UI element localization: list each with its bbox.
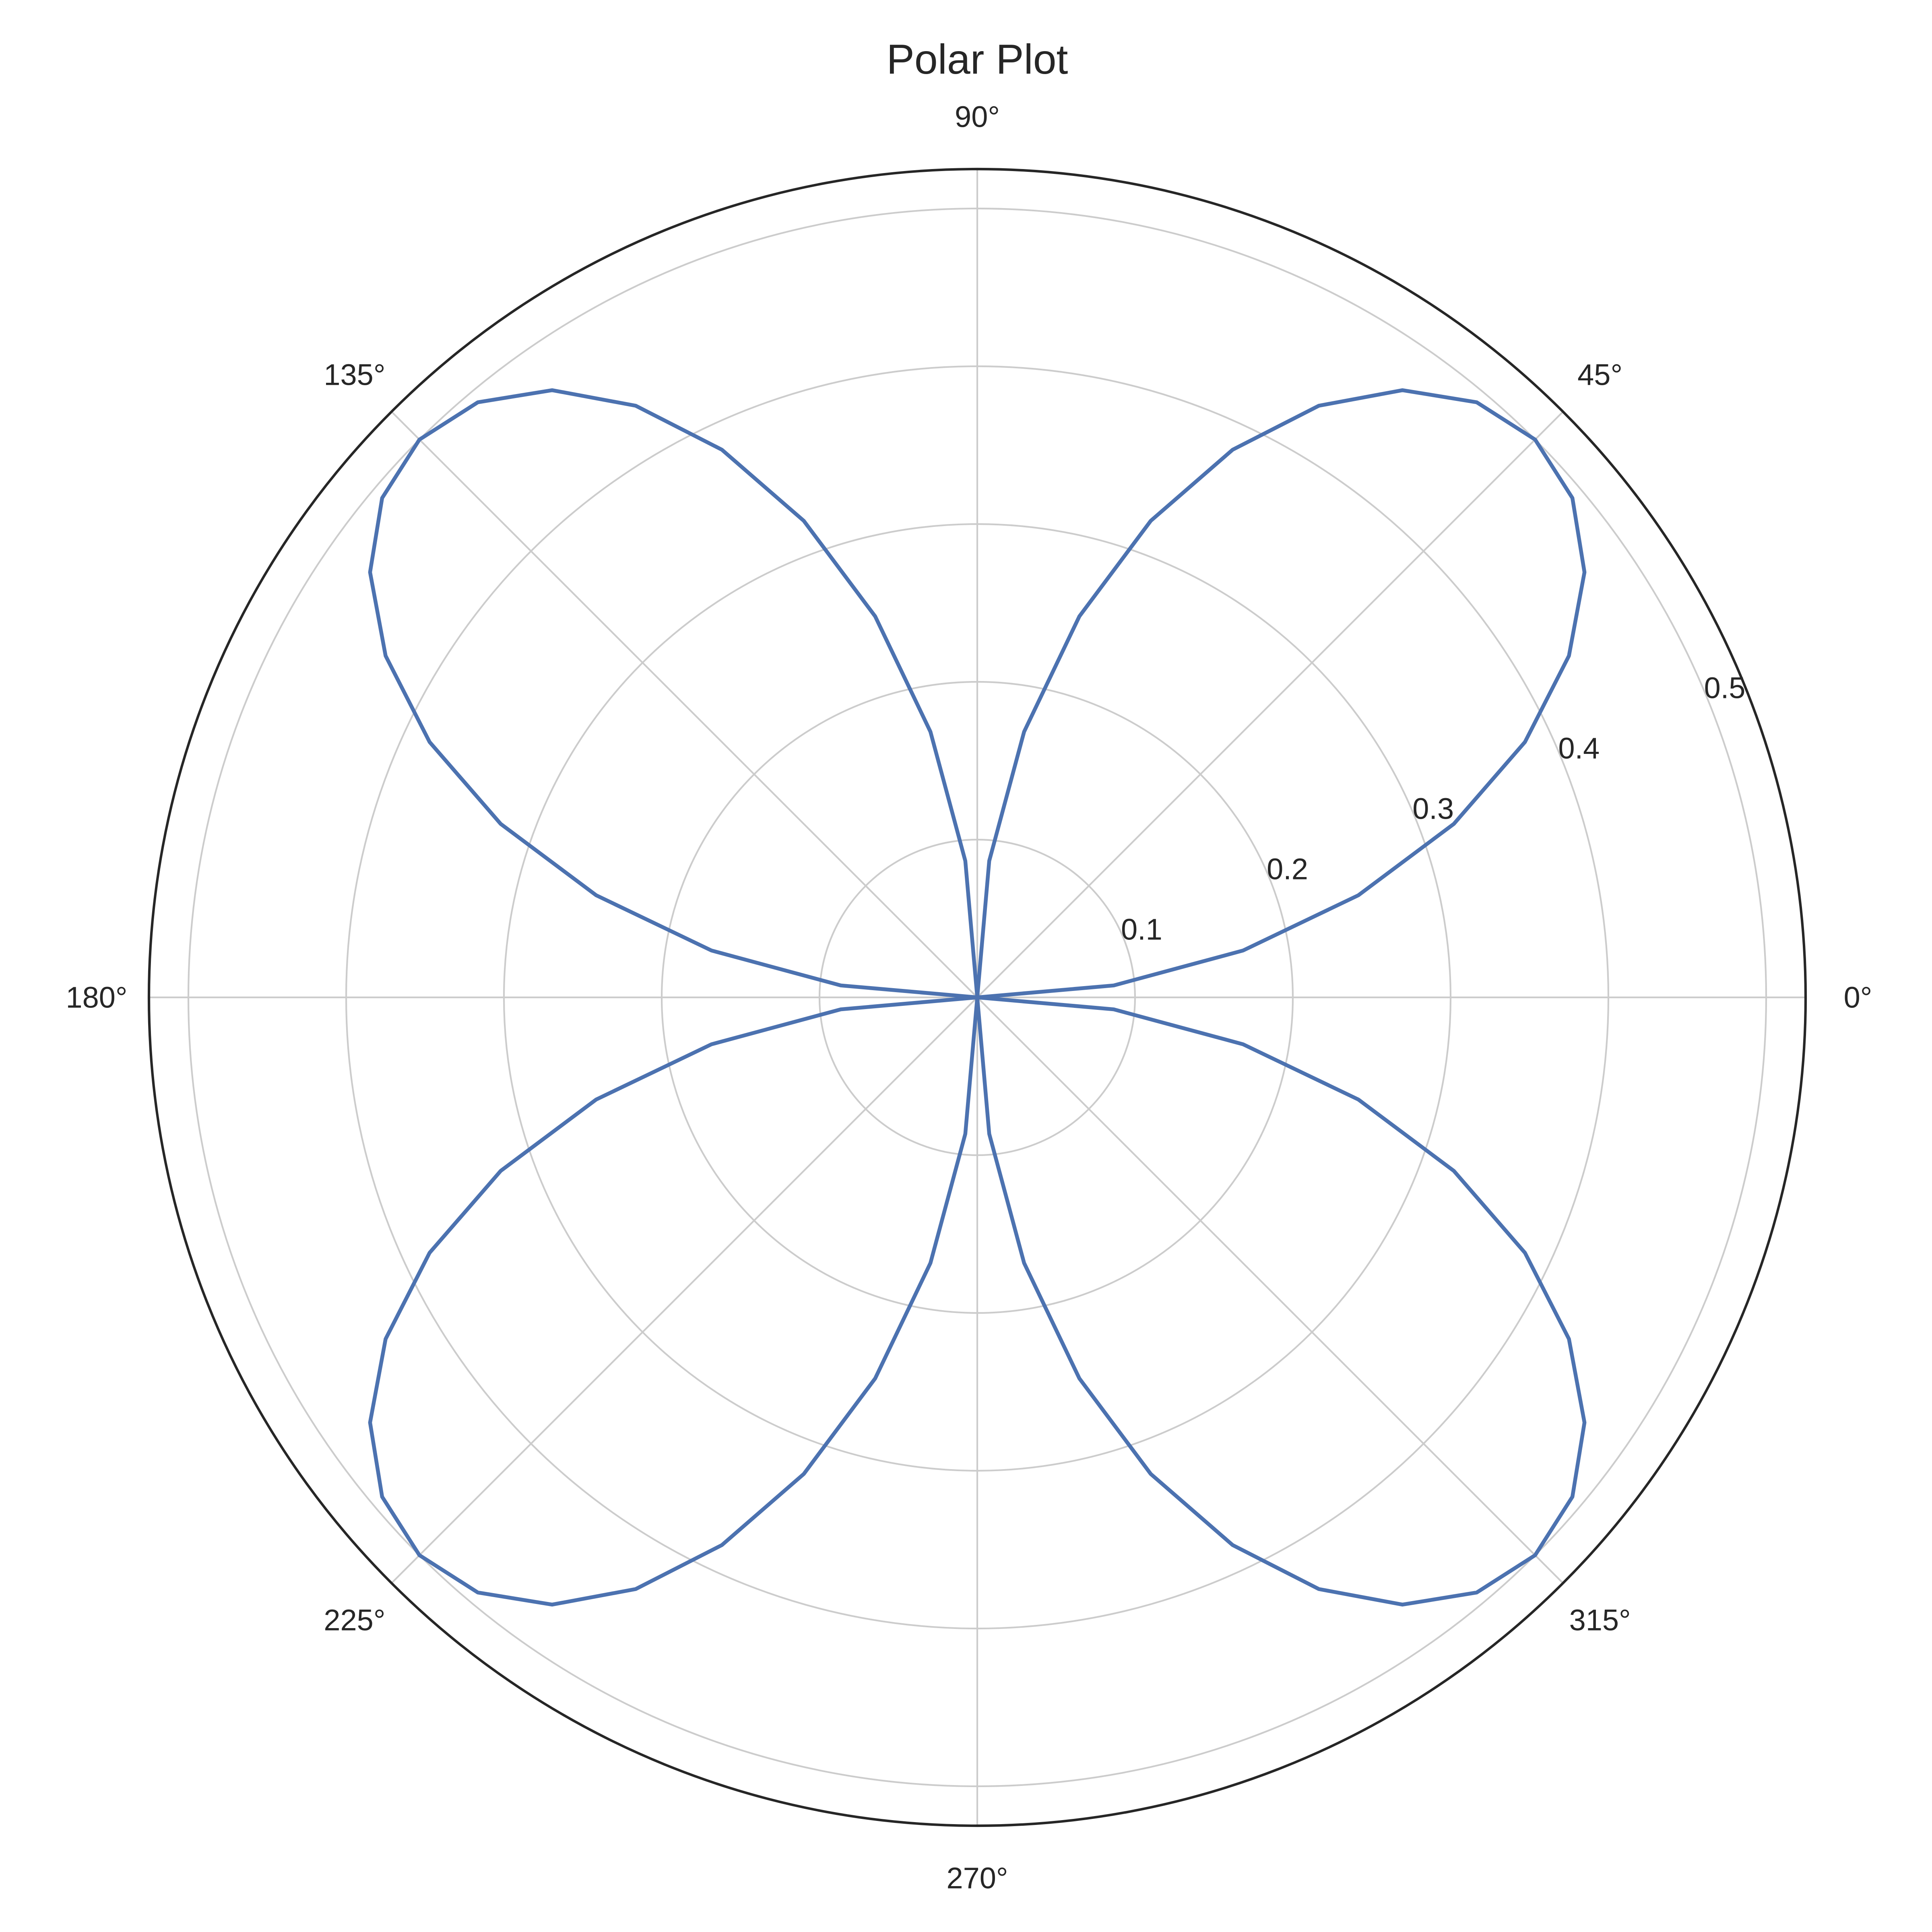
radial-tick-label-0-1: 0.1	[1121, 912, 1162, 946]
radial-tick-label-0-5: 0.5	[1704, 671, 1746, 704]
angular-grid	[149, 169, 1806, 1826]
angular-grid-line-315	[976, 997, 1564, 1584]
radial-tick-label-0-2: 0.2	[1267, 852, 1308, 886]
series-line-1	[368, 388, 1587, 1607]
angle-tick-label-45: 45°	[1577, 358, 1622, 391]
data-layer	[368, 388, 1587, 1607]
radial-tick-label-0-3: 0.3	[1412, 792, 1454, 825]
radial-tick-labels: 0.1 0.2 0.3 0.4 0.5	[1121, 671, 1745, 946]
angle-tick-labels: 0° 45° 90° 135° 180° 225° 270° 315°	[66, 100, 1872, 1895]
angular-grid-line-45	[976, 411, 1564, 998]
angle-tick-label-225: 225°	[324, 1604, 385, 1637]
angle-tick-label-180: 180°	[66, 981, 127, 1014]
angular-grid-line-135	[391, 411, 978, 998]
angle-tick-label-135: 135°	[324, 358, 385, 391]
angle-tick-label-0: 0°	[1844, 981, 1872, 1014]
angle-tick-label-90: 90°	[955, 100, 1000, 134]
polar-spine	[147, 167, 1807, 1827]
angle-tick-label-270: 270°	[946, 1862, 1008, 1895]
angular-grid-line-225	[391, 997, 978, 1584]
chart-title: Polar Plot	[887, 36, 1068, 83]
radial-tick-label-0-4: 0.4	[1558, 731, 1600, 765]
angle-tick-label-315: 315°	[1569, 1604, 1631, 1637]
polar-frame	[147, 167, 1807, 1827]
